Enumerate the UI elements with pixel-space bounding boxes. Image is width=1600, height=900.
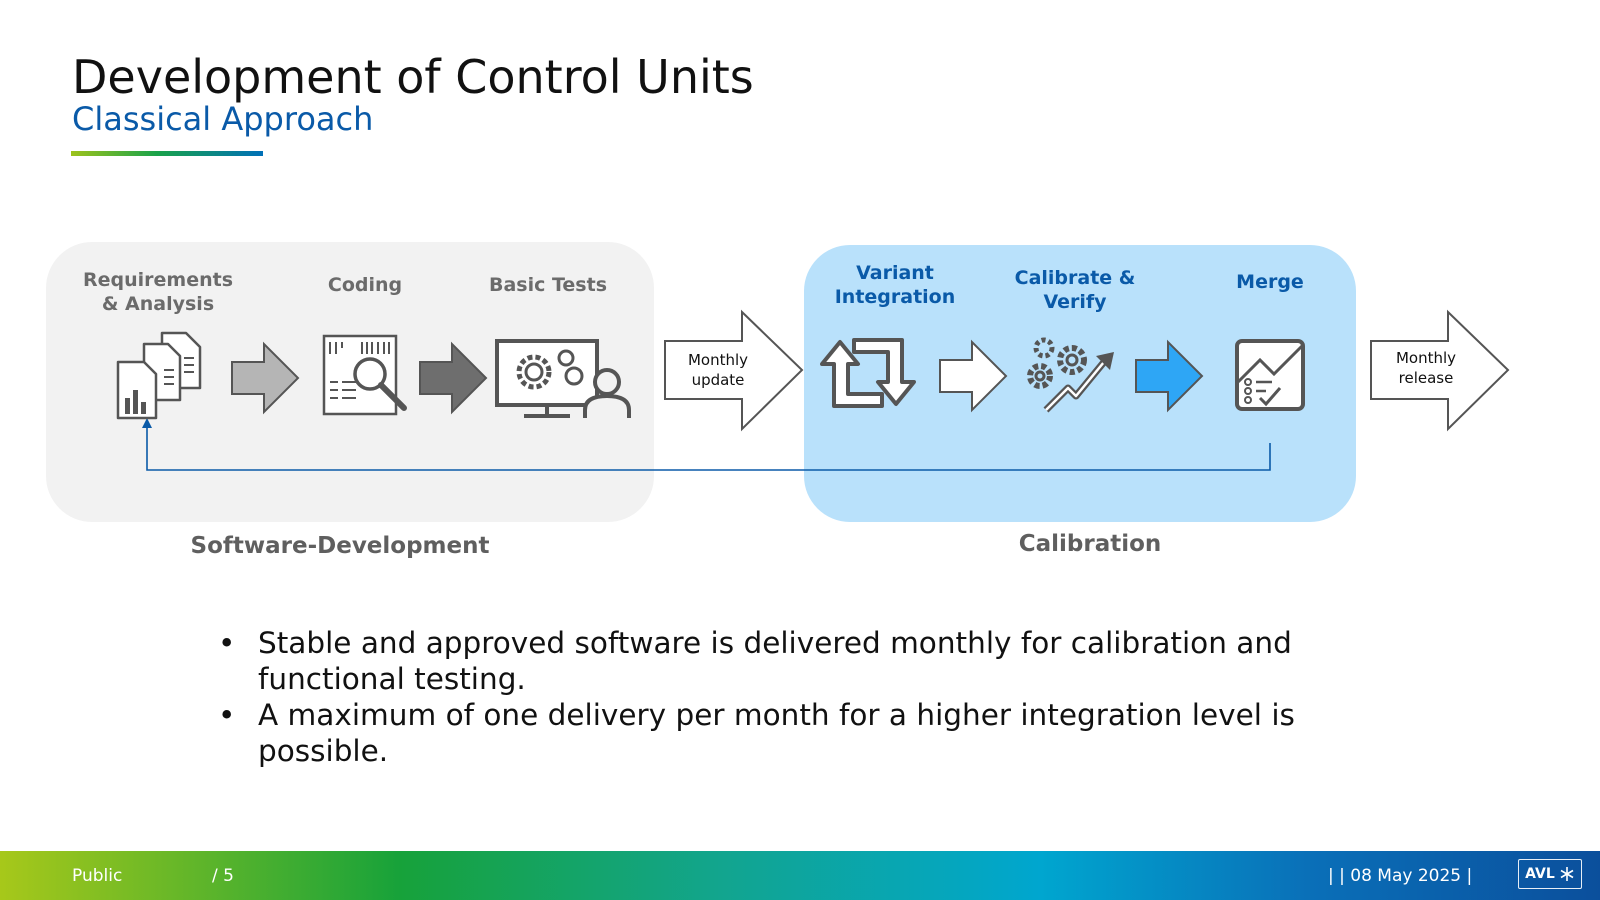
footer-bar: Public / 5 | | 08 May 2025 | AVL [0,851,1600,900]
monthly-update-arrow [664,309,804,432]
step-label-variant-integration: Variant Integration [834,262,956,308]
bullet-dot-icon: • [218,698,236,732]
bullet-item: • Stable and approved software is delive… [218,626,1292,696]
monthly-release-arrow [1370,309,1510,432]
avl-logo-text: AVL [1525,866,1555,882]
slide-subtitle: Classical Approach [72,100,374,138]
chart-checklist-icon [1235,339,1305,411]
bullet-list: • Stable and approved software is delive… [218,625,1348,769]
bullet-item: • A maximum of one delivery per month fo… [218,698,1295,768]
documents-icon [116,331,202,420]
step-label-merge: Merge [1236,271,1304,293]
flow-arrow-icon [939,339,1008,413]
gears-trend-icon [1027,337,1114,413]
flow-arrow-icon [1135,339,1204,413]
slide-title: Development of Control Units [72,50,754,104]
snowflake-icon [1560,867,1574,881]
footer-page-number: / 5 [212,866,234,886]
monitor-gears-user-icon [495,339,631,418]
avl-logo: AVL [1518,859,1582,889]
bullet-dot-icon: • [218,626,236,660]
footer-classification: Public [72,866,123,886]
flow-arrow-icon [419,341,488,415]
cycle-arrows-icon [820,338,916,408]
step-label-coding: Coding [327,274,403,296]
flow-arrow-icon [231,341,300,415]
group-label-calibration: Calibration [1018,531,1162,557]
step-label-basic-tests: Basic Tests [488,274,608,296]
code-search-icon [322,334,407,416]
group-label-software-development: Software-Development [190,533,490,559]
step-label-requirements: Requirements & Analysis [82,269,233,315]
monthly-release-label: Monthly release [1395,349,1457,387]
monthly-update-label: Monthly update [687,351,749,389]
footer-date: | | 08 May 2025 | [1328,866,1473,886]
step-label-calibrate-verify: Calibrate & Verify [1014,267,1136,313]
title-underline [71,151,263,156]
